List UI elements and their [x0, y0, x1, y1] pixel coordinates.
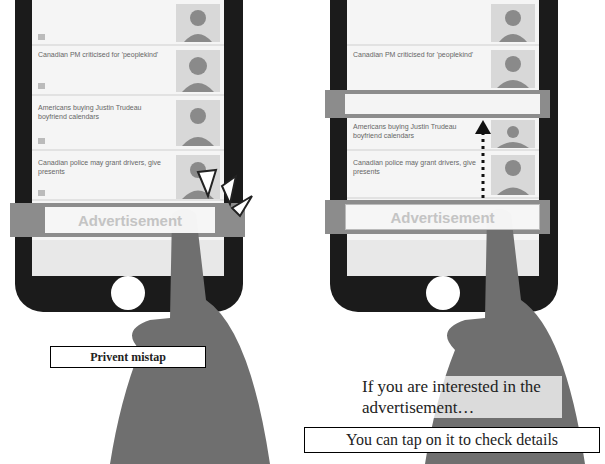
- ad-band: [10, 203, 245, 237]
- hand: [425, 209, 585, 464]
- node-text: Advertisement: [390, 209, 494, 226]
- ad-band-moved: [325, 90, 550, 118]
- caption-box: You can tap on it to check details: [304, 427, 600, 453]
- hand: [110, 209, 270, 464]
- headline: Canadian PM criticised for 'peoplekind': [38, 50, 172, 59]
- headline: Americans buying Justin Trudeau boyfrien…: [38, 103, 172, 121]
- ad-band: [325, 200, 550, 234]
- node-text: You can tap on it to check details: [346, 431, 558, 449]
- ad-banner: Advertisement: [345, 204, 540, 230]
- ad-banner: Advertisement: [45, 207, 215, 233]
- ad-band-inner: [345, 94, 540, 114]
- phone-body: [15, 0, 243, 312]
- headline: Americans buying Justin Trudeau boyfrien…: [353, 122, 487, 140]
- caption-box: Privent mistap: [50, 346, 206, 368]
- arrow-head: [475, 120, 491, 134]
- row-separators: [347, 45, 539, 198]
- headline: Canadian police may grant drivers, give …: [38, 158, 172, 176]
- headline: Canadian police may grant drivers, give …: [353, 158, 487, 176]
- note-text: If you are interested in the advertiseme…: [362, 376, 562, 418]
- node-text: Advertisement: [78, 212, 182, 229]
- node-text: Privent mistap: [90, 350, 166, 365]
- home-button: [426, 276, 460, 310]
- dotted-arrow: [482, 132, 485, 198]
- phone-body: [330, 0, 558, 312]
- home-button: [111, 276, 145, 310]
- row-separators: [32, 45, 224, 200]
- headline: Canadian PM criticised for 'peoplekind': [353, 50, 487, 59]
- thumbnails: [176, 4, 220, 199]
